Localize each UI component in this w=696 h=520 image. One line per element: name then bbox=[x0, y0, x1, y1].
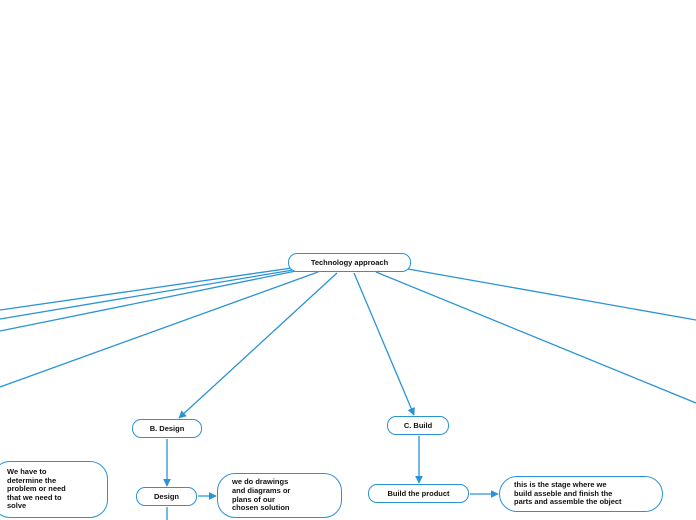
node-build-product-step[interactable]: Build the product bbox=[368, 484, 469, 503]
node-design-step[interactable]: Design bbox=[136, 487, 197, 506]
edge-root-offscreen-right-2 bbox=[407, 268, 696, 321]
edge-root-offscreen-left-2 bbox=[0, 269, 294, 320]
edge-root-to-build bbox=[353, 272, 415, 416]
note-design: we do drawings and diagrams or plans of … bbox=[217, 473, 342, 518]
edge-root-to-design bbox=[178, 272, 338, 419]
edge-root-offscreen-left-4 bbox=[0, 271, 319, 388]
node-technology-approach[interactable]: Technology approach bbox=[288, 253, 411, 272]
node-build-heading[interactable]: C. Build bbox=[387, 416, 449, 435]
note-problem: We have to determine the problem or need… bbox=[0, 461, 108, 518]
edge-root-offscreen-left-3 bbox=[0, 270, 297, 332]
node-design-heading[interactable]: B. Design bbox=[132, 419, 202, 438]
note-build: this is the stage where we build asseble… bbox=[499, 476, 663, 512]
edge-root-offscreen-left-1 bbox=[0, 267, 293, 311]
edge-root-offscreen-right-1 bbox=[375, 271, 696, 404]
